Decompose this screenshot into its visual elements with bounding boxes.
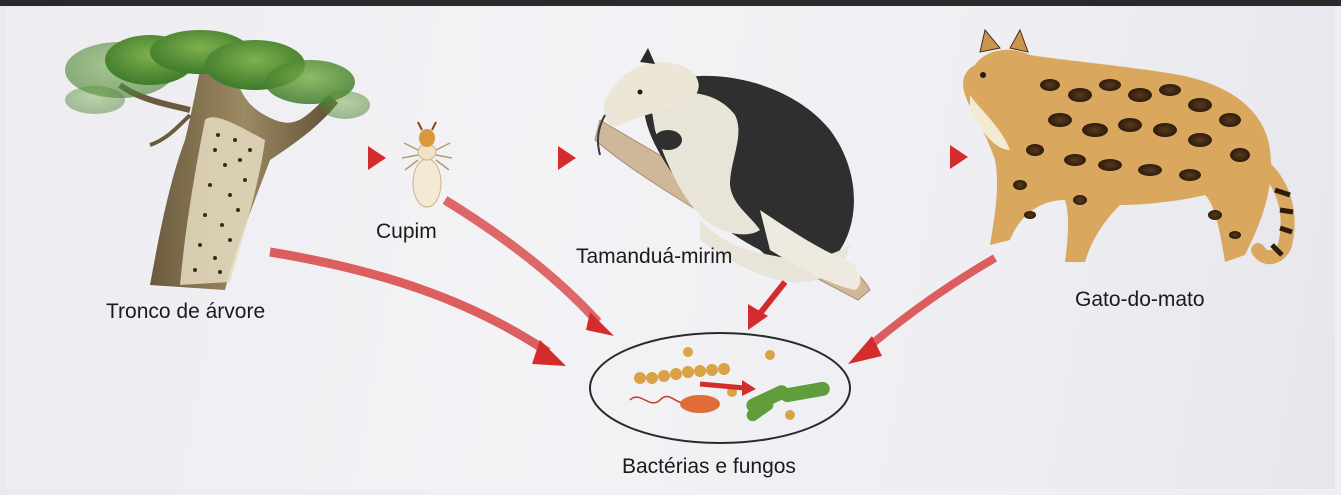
arrow-ocelot-to-decomposers (848, 258, 995, 364)
decomposers-oval (590, 333, 850, 443)
label-termite: Cupim (376, 220, 437, 244)
label-anteater: Tamanduá-mirim (576, 245, 732, 269)
arrow-anteater-to-ocelot (888, 145, 968, 169)
arrow-tree-to-decomposers (270, 252, 566, 366)
label-tree: Tronco de árvore (106, 300, 265, 324)
label-ocelot: Gato-do-mato (1075, 288, 1205, 312)
arrow-anteater-to-decomposers (748, 282, 785, 330)
ocelot-illustration (963, 30, 1293, 262)
arrow-termite-to-anteater (502, 146, 576, 170)
termite-illustration (402, 122, 452, 207)
arrow-tree-to-termite (312, 146, 386, 170)
label-decomposers: Bactérias e fungos (622, 455, 796, 479)
